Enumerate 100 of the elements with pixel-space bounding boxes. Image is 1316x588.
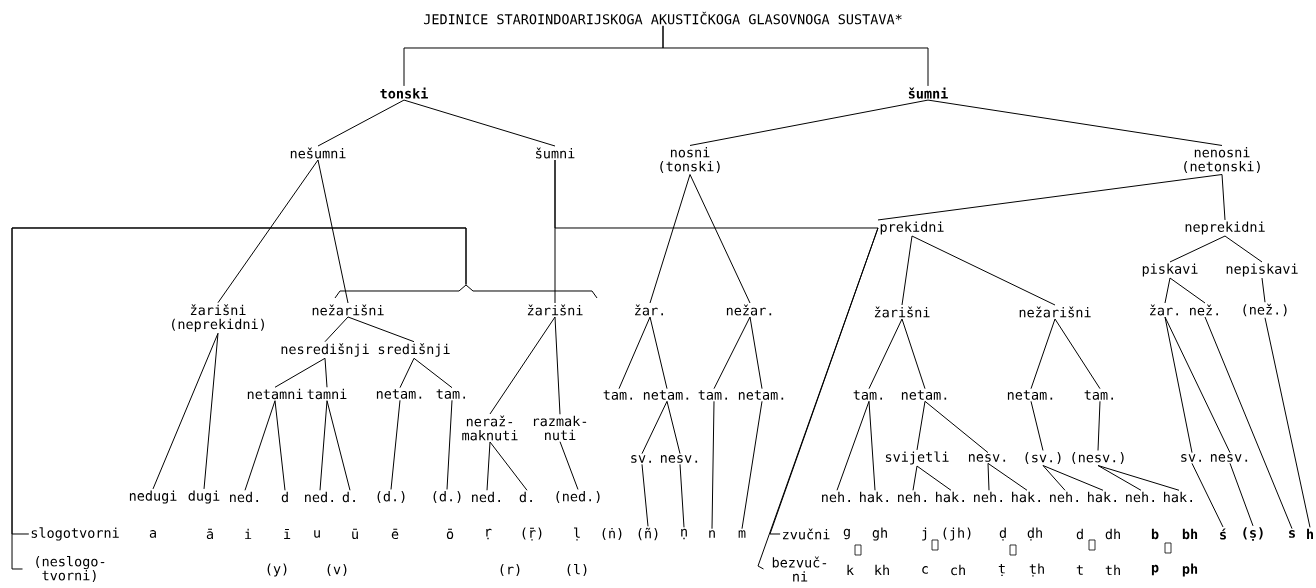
branch-line — [666, 400, 681, 455]
category-label: (nesv.) — [1072, 452, 1124, 464]
phoneme-symbol: h — [1307, 528, 1313, 540]
category-label: (d.) — [377, 490, 405, 503]
phoneme-symbol: ṭh — [1029, 563, 1044, 577]
category-label: neraž- maknuti — [462, 415, 518, 441]
branch-line — [274, 357, 326, 388]
phoneme-symbol: ē — [391, 528, 399, 540]
branch-line — [324, 316, 349, 343]
phoneme-symbol: g — [843, 528, 850, 540]
phoneme-symbol: d — [1076, 528, 1083, 540]
category-label: d. — [519, 491, 532, 503]
branch-line — [916, 400, 926, 451]
phoneme-symbol: ī — [284, 528, 291, 539]
category-label: nedugi — [129, 490, 177, 504]
branch-line — [1229, 462, 1254, 527]
phoneme-symbol: k — [847, 564, 854, 576]
branch-line — [1030, 318, 1056, 390]
category-label: neh. — [974, 491, 1003, 503]
category-label: žar. — [635, 304, 664, 316]
category-label: ned. — [472, 491, 501, 503]
branch-line — [1054, 318, 1101, 390]
phoneme-symbol: m — [738, 530, 746, 538]
phoneme-symbol: (l) — [567, 563, 587, 577]
category-label: piskavi — [1142, 263, 1198, 277]
branch-line — [1042, 465, 1104, 491]
category-label: nesredišnji — [281, 343, 369, 357]
category-label: (ned.) — [556, 490, 600, 503]
phoneme-symbol: ḷ — [574, 527, 580, 541]
branch-line — [413, 357, 453, 389]
category-label: netam. — [376, 389, 422, 399]
branch-line — [399, 357, 415, 389]
phoneme-symbol: ḍ — [999, 527, 1006, 541]
phoneme-symbol: ṛ — [486, 528, 492, 540]
category-label: (d.) — [433, 490, 461, 503]
branch-line — [877, 174, 1223, 221]
category-label: nesv. — [1210, 454, 1248, 462]
category-label: d — [281, 491, 288, 503]
category-label: šumni — [908, 87, 948, 99]
branch-line — [713, 316, 751, 390]
phoneme-symbol: u — [314, 530, 320, 538]
phoneme-symbol: th — [1105, 564, 1120, 576]
branch-line — [486, 441, 491, 491]
phoneme-symbol: j — [922, 527, 927, 541]
category-label: nenosni (netonski) — [1184, 147, 1260, 173]
phoneme-symbol: ṇ — [681, 528, 687, 540]
category-label: (sv.) — [1025, 452, 1061, 464]
phoneme-symbol: (jh) — [943, 527, 971, 541]
phoneme-symbol: ḍh — [1027, 527, 1042, 541]
title: JEDINICE STAROINDOARIJSKOGA AKUSTIČKOGA GLASOVNOGA SUSTAVA* — [423, 11, 902, 25]
category-label: zvučni — [782, 528, 830, 540]
category-label: žarišni — [527, 304, 583, 316]
branch-line — [749, 316, 763, 390]
category-label: neprekidni — [1185, 221, 1265, 235]
category-label: prekidni — [880, 221, 944, 235]
branch-line — [390, 399, 401, 490]
category-label: hak. — [1012, 491, 1041, 503]
phoneme-symbol: kh — [875, 564, 889, 576]
branch-line — [1164, 316, 1231, 454]
phoneme-symbol: ū — [352, 528, 358, 540]
branch-line — [274, 400, 286, 491]
branch-line — [911, 235, 1056, 306]
branch-line — [1261, 277, 1266, 303]
branch-line — [649, 174, 691, 304]
branch-line — [901, 318, 926, 390]
category-label: (neslogo- tvorni) — [36, 555, 105, 583]
phoneme-symbol: ś — [1220, 528, 1226, 540]
branch-line — [317, 159, 349, 304]
category-label: tam. — [436, 389, 466, 399]
phoneme-symbol: (ṣ) — [1243, 527, 1263, 541]
branch-line — [1097, 465, 1142, 491]
category-label: tam. — [603, 390, 633, 400]
phoneme-symbol: (v) — [327, 564, 347, 576]
category-label: netam. — [1007, 390, 1053, 400]
branch-line — [244, 400, 276, 491]
branch-line — [689, 174, 751, 304]
phoneme-symbol: ph — [1182, 563, 1198, 577]
phoneme-symbol: dh — [1105, 528, 1120, 540]
branch-line — [217, 159, 319, 304]
phoneme-symbol: a — [149, 530, 156, 538]
category-label: dugi — [188, 490, 220, 504]
branch-line — [152, 332, 219, 490]
phoneme-symbol: ā — [206, 528, 213, 540]
phoneme-symbol: s — [1289, 530, 1295, 538]
branch-line — [662, 25, 929, 87]
category-label: hak. — [936, 491, 965, 503]
phoneme-symbol: i — [245, 528, 252, 540]
branch-line — [1042, 465, 1066, 491]
branch-line — [1169, 277, 1206, 304]
category-label: tam. — [698, 390, 728, 400]
category-label: žar. — [1150, 304, 1178, 316]
branch-line — [711, 400, 715, 530]
category-label: središnji — [378, 343, 450, 357]
category-label: tamni — [307, 388, 347, 400]
category-label: nešumni — [290, 147, 346, 159]
phoneme-symbol: bh — [1182, 528, 1198, 540]
phoneme-symbol: gh — [872, 527, 887, 541]
phoneme-symbol: (y) — [267, 563, 287, 577]
category-label: razmak- nuti — [533, 415, 587, 441]
branch-line — [489, 316, 556, 415]
